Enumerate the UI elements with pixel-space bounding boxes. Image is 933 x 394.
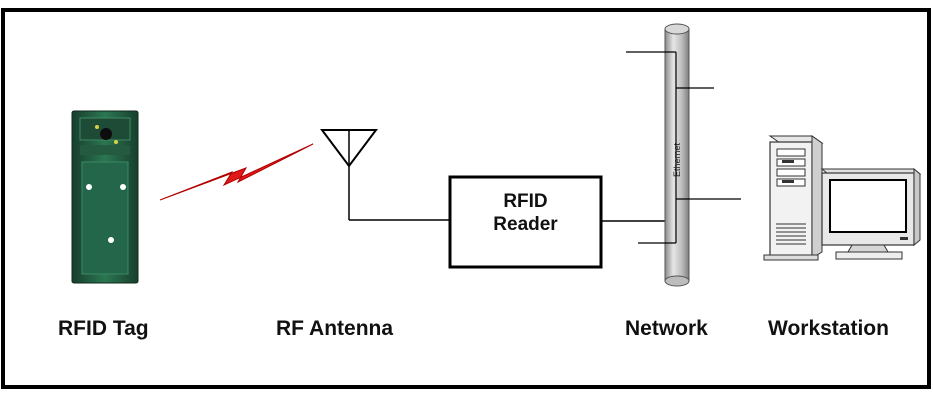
workstation-tower-icon xyxy=(763,135,824,261)
rf-antenna-label: RF Antenna xyxy=(276,317,394,340)
rfid-reader-label: RFID Reader xyxy=(450,190,601,236)
rfid-reader-label-line1: RFID xyxy=(503,191,548,212)
ethernet-label: Ethernet xyxy=(672,142,682,178)
workstation-label: Workstation xyxy=(768,317,889,340)
rfid-tag-icon xyxy=(71,110,139,284)
rf-antenna-icon xyxy=(320,129,450,221)
rfid-reader-box xyxy=(448,175,603,269)
workstation-monitor-icon xyxy=(820,167,922,260)
ethernet-backbone-icon xyxy=(626,23,741,287)
rfid-tag-label: RFID Tag xyxy=(58,317,149,340)
diagram-frame xyxy=(1,8,931,389)
rfid-reader-label-line2: Reader xyxy=(493,214,558,235)
rf-signal-bolt-icon xyxy=(159,143,314,201)
network-label: Network xyxy=(625,317,708,340)
